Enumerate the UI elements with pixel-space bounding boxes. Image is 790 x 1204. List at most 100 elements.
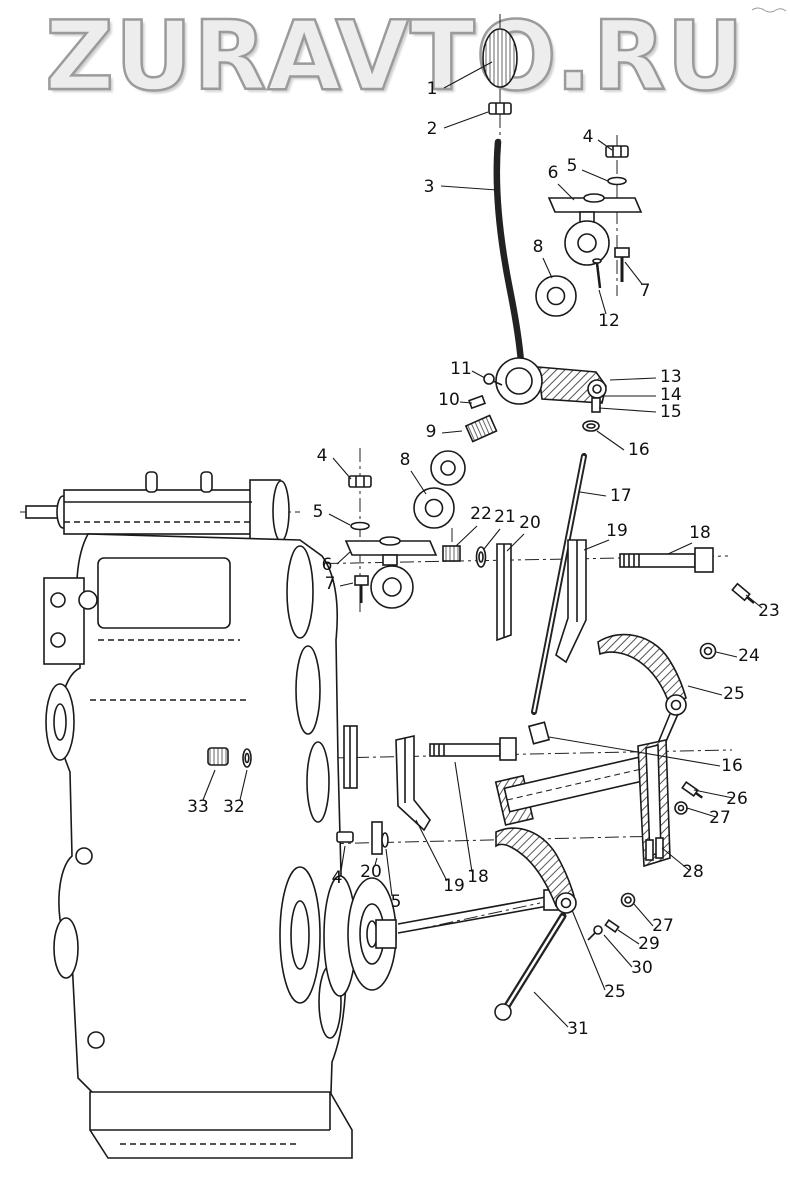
part-bushing — [464, 414, 498, 443]
lower-assembly — [207, 721, 704, 1021]
leader-line-26 — [693, 789, 734, 799]
callout-5: 5 — [391, 892, 402, 912]
callout-25: 25 — [604, 982, 626, 1002]
callout-24: 24 — [738, 646, 760, 666]
callout-23: 23 — [758, 601, 780, 621]
callout-12: 12 — [598, 311, 620, 331]
callout-32: 32 — [223, 797, 245, 817]
leader-line-6 — [557, 183, 575, 201]
leader-line-16 — [548, 736, 721, 767]
callout-8: 8 — [533, 237, 544, 257]
leader-line-30 — [603, 934, 633, 968]
callout-15: 15 — [660, 402, 682, 422]
leader-line-5 — [328, 513, 351, 526]
part-curved-lever-upper — [597, 633, 687, 708]
leader-line-9 — [441, 430, 463, 434]
callout-2: 2 — [427, 119, 438, 139]
callout-22: 22 — [470, 504, 492, 524]
callout-26: 26 — [726, 789, 748, 809]
leader-line-5 — [581, 169, 609, 182]
watermark: ZURAVTO.RU — [44, 1, 745, 114]
callout-5: 5 — [313, 502, 324, 522]
leader-line-21 — [483, 528, 501, 550]
leader-line-11 — [471, 370, 486, 379]
leader-line-2 — [443, 111, 489, 129]
leader-line-3 — [440, 185, 498, 191]
leader-line-18 — [454, 761, 473, 873]
leader-line-32 — [239, 769, 248, 801]
leader-line-20 — [506, 533, 525, 552]
leader-line-12 — [598, 289, 607, 315]
leader-line-25 — [687, 685, 723, 696]
callout-17: 17 — [610, 486, 632, 506]
callout-10: 10 — [438, 390, 460, 410]
callout-4: 4 — [332, 868, 343, 888]
callout-25: 25 — [723, 684, 745, 704]
leader-line-6 — [336, 551, 351, 565]
part-bracket-19 — [555, 539, 587, 664]
callout-20: 20 — [519, 513, 541, 533]
leader-line-8 — [542, 257, 553, 279]
leader-line-1 — [443, 61, 493, 89]
part-lever-rod — [493, 138, 525, 366]
callout-20: 20 — [360, 862, 382, 882]
callout-4: 4 — [317, 446, 328, 466]
gearbox-housing — [25, 471, 353, 1159]
callout-31: 31 — [567, 1019, 589, 1039]
leader-line-18 — [667, 542, 693, 555]
callout-5: 5 — [567, 156, 578, 176]
callout-13: 13 — [660, 367, 682, 387]
leader-line-20 — [374, 857, 378, 866]
leader-line-17 — [579, 491, 607, 497]
callout-16: 16 — [628, 440, 650, 460]
callout-14: 14 — [660, 385, 682, 405]
leader-line-8 — [410, 470, 427, 495]
leader-line-10 — [459, 401, 473, 404]
leader-line-4 — [597, 139, 613, 151]
corner-scribble — [751, 7, 787, 13]
callout-3: 3 — [424, 177, 435, 197]
leader-line-31 — [533, 991, 569, 1028]
leader-line-4 — [340, 845, 346, 872]
callout-27: 27 — [709, 808, 731, 828]
leader-line-19 — [583, 539, 610, 551]
callout-4: 4 — [583, 127, 594, 147]
callout-6: 6 — [548, 163, 559, 183]
callout-19: 19 — [443, 876, 465, 896]
part-bushing-22 — [442, 545, 461, 562]
leader-line-5 — [385, 848, 393, 897]
callout-21: 21 — [494, 507, 516, 527]
callout-33: 33 — [187, 797, 209, 817]
leader-line-29 — [617, 929, 640, 945]
leader-line-13 — [609, 377, 657, 381]
callout-30: 30 — [631, 958, 653, 978]
callout-29: 29 — [638, 934, 660, 954]
part-knob-33 — [207, 747, 229, 766]
leader-line-23 — [745, 594, 763, 609]
part-bracket-19b — [395, 735, 431, 832]
leader-line-7 — [339, 582, 354, 587]
callout-7: 7 — [640, 281, 651, 301]
leader-line-15 — [598, 407, 657, 413]
leader-line-25 — [571, 909, 606, 991]
callout-19: 19 — [606, 521, 628, 541]
callout-1: 1 — [427, 79, 438, 99]
leader-line-27 — [633, 903, 654, 927]
leader-line-7 — [624, 261, 643, 285]
callout-8: 8 — [400, 450, 411, 470]
part-lever-nut — [488, 102, 512, 115]
shift-lever-assembly — [430, 28, 643, 715]
leader-line-24 — [715, 651, 738, 658]
callout-28: 28 — [682, 862, 704, 882]
callout-18: 18 — [467, 867, 489, 887]
part-knob — [482, 28, 518, 88]
leader-line-4 — [332, 457, 352, 480]
callout-9: 9 — [426, 422, 437, 442]
leader-line-27 — [686, 807, 717, 818]
callout-27: 27 — [652, 916, 674, 936]
leader-line-33 — [202, 769, 216, 801]
leader-line-16 — [596, 430, 625, 451]
